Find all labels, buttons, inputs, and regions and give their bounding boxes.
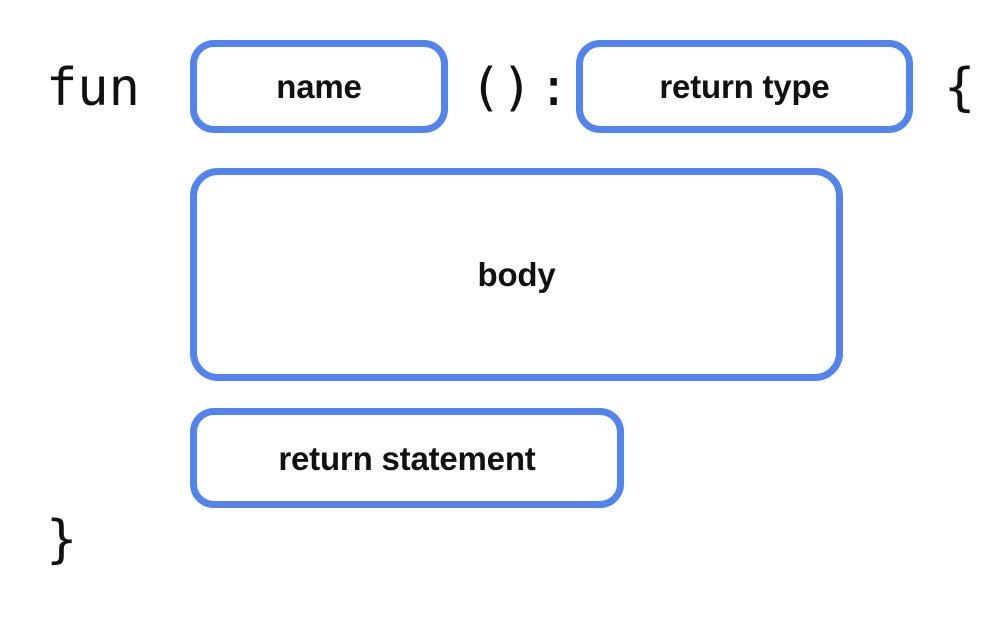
- token-parameter-parentheses: (): [470, 58, 533, 118]
- token-brace-open: {: [944, 58, 976, 118]
- slot-function-body-label: body: [477, 256, 556, 293]
- slot-function-body[interactable]: body: [190, 168, 843, 381]
- slot-function-name-label: name: [276, 68, 362, 105]
- token-brace-close: }: [46, 510, 78, 570]
- token-return-type-colon: :: [538, 58, 570, 118]
- keyword-fun: fun: [46, 58, 140, 118]
- slot-return-type-label: return type: [659, 68, 830, 105]
- slot-function-name[interactable]: name: [190, 40, 448, 133]
- slot-return-statement[interactable]: return statement: [190, 408, 624, 508]
- slot-return-statement-label: return statement: [278, 439, 536, 477]
- slot-return-type[interactable]: return type: [576, 40, 913, 133]
